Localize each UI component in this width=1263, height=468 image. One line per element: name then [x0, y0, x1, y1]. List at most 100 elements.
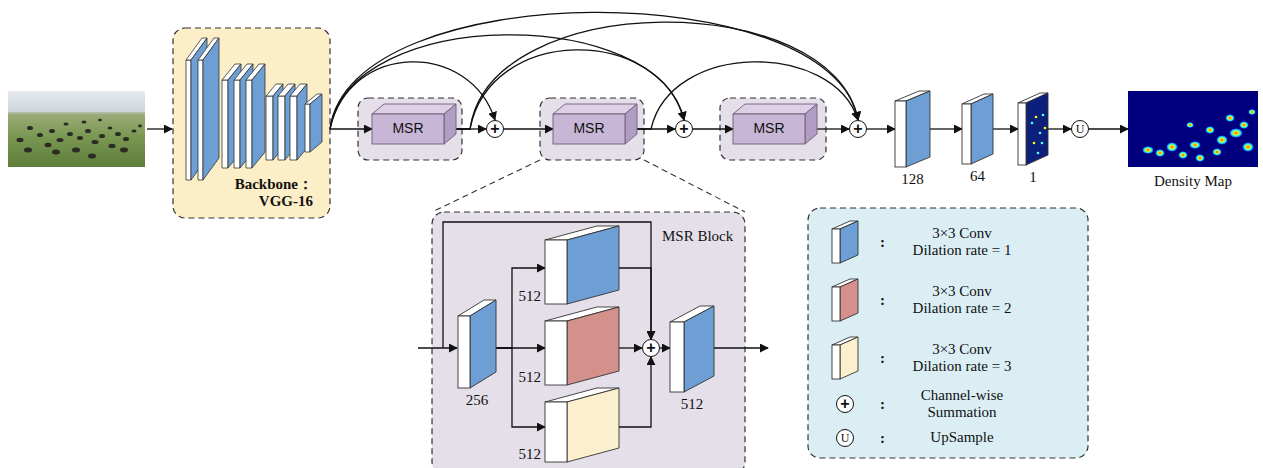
- legend-colon: :: [880, 234, 885, 251]
- cuboid-side: [625, 104, 637, 144]
- cuboid-front: [545, 402, 567, 462]
- cuboid-front: [733, 114, 805, 144]
- block-wires: [714, 347, 768, 348]
- cuboid-front: [545, 321, 567, 385]
- density-image: [1216, 135, 1228, 145]
- density-image: [1205, 126, 1215, 134]
- text-holder: 256: [438, 392, 516, 409]
- cuboid-front: [1018, 103, 1026, 165]
- density-image: [1186, 122, 1194, 128]
- input-photo: [85, 129, 91, 133]
- density-image: [1239, 121, 1249, 129]
- output-caption: Density Map: [1128, 173, 1258, 190]
- connector-arrow: [619, 347, 642, 348]
- vgg-layers: [222, 80, 228, 168]
- connector-arrow: [496, 348, 545, 427]
- msr-block-panel: [432, 212, 745, 468]
- cuboid-side: [1026, 93, 1048, 165]
- legend-symbol: U: [836, 429, 854, 447]
- input-photo: [77, 136, 83, 140]
- cuboid-shape: [545, 307, 619, 385]
- density-image: [1248, 109, 1256, 115]
- msr-panel: [720, 98, 826, 160]
- input-photo: [123, 137, 129, 141]
- vgg-layers: [246, 80, 252, 168]
- input-photo: [138, 125, 142, 128]
- channel-count: 64: [942, 168, 1013, 185]
- density-image: [1178, 151, 1188, 159]
- cuboid-front: [832, 229, 840, 263]
- density-speck: [1035, 116, 1038, 119]
- text-holder: MSR Block: [662, 228, 742, 245]
- legend-swatch-holder: [832, 221, 858, 263]
- cuboid-top: [553, 104, 637, 114]
- cuboid-front: [458, 316, 470, 388]
- channel-count: 512: [519, 288, 542, 305]
- density-image: [1225, 114, 1235, 122]
- connector-arrow: [1048, 128, 1071, 129]
- cuboid-front: [670, 322, 684, 392]
- vgg-layers: [252, 64, 265, 168]
- text-holder: Density Map: [1128, 173, 1258, 190]
- channel-count: 1: [998, 169, 1068, 186]
- group-region: MSR Block256512512512+512: [432, 212, 745, 468]
- connector-arrow: [817, 128, 849, 129]
- cuboid-shape: [832, 337, 858, 379]
- zoom-lines: [644, 160, 745, 212]
- vgg-layers: [278, 96, 285, 160]
- block-wires: [418, 347, 457, 348]
- legend-swatch-holder: [832, 279, 858, 321]
- conv-layer: 1: [1018, 93, 1048, 165]
- text-holder: +: [487, 121, 503, 137]
- input-photo: [17, 138, 24, 142]
- density-speck: [1041, 142, 1044, 145]
- vgg-layers: [198, 60, 203, 180]
- cuboid-shape: [832, 279, 858, 321]
- cuboid-shape: [458, 300, 496, 388]
- density-speck: [1037, 152, 1040, 155]
- msr-panel: [358, 98, 826, 160]
- density-image: [1166, 142, 1178, 152]
- legend-swatch: [840, 221, 858, 263]
- legend-colon: :: [880, 350, 885, 367]
- legend-panel: [808, 208, 1088, 458]
- cuboid-front: [962, 104, 971, 164]
- density-image: [1195, 154, 1205, 162]
- cuboid-shape: [1018, 93, 1048, 165]
- module-name: MSR: [392, 121, 423, 136]
- msr-module: MSR: [372, 104, 456, 144]
- legend-text: 3×3 Conv Dilation rate = 2: [908, 283, 1016, 318]
- operator-symbol: U: [1076, 123, 1085, 135]
- input-photo: [99, 134, 105, 138]
- conv-layer: 128: [895, 91, 930, 167]
- connector-arrow: [456, 22, 858, 129]
- legend-swatch: [840, 337, 858, 379]
- density-image: [1242, 142, 1254, 152]
- channel-count: 256: [438, 392, 516, 409]
- legend-colon: :: [880, 292, 885, 309]
- cuboid-side: [805, 104, 817, 144]
- input-photo: [64, 123, 69, 126]
- input-photo: [52, 150, 60, 155]
- cuboid-side: [684, 306, 714, 392]
- input-photo: [17, 119, 143, 159]
- msr-module: MSR: [553, 104, 637, 144]
- cuboid-front: [832, 287, 840, 321]
- text-holder: 64: [942, 168, 1013, 185]
- block-title: MSR Block: [662, 228, 742, 245]
- operator-circle: +: [642, 339, 660, 357]
- input-photo: [108, 126, 113, 129]
- backbone-title: Backbone： VGG-16: [213, 176, 313, 211]
- operator-circle: U: [1071, 120, 1089, 138]
- text-holder: U: [1072, 121, 1088, 137]
- connector-arrow: [330, 12, 858, 129]
- density-image: [1189, 141, 1201, 149]
- msr-panel: [358, 98, 462, 160]
- input-photo: [37, 133, 43, 137]
- zoom-lines: [432, 160, 745, 212]
- cuboid-side: [971, 94, 993, 164]
- msr-panel: [540, 98, 644, 160]
- text-holder: MSR: [553, 114, 625, 144]
